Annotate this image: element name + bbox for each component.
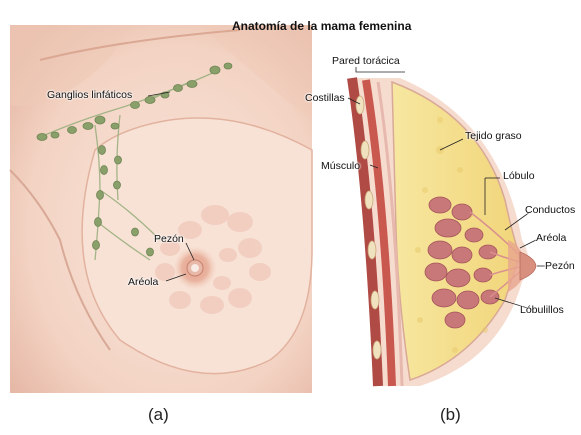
label-costillas: Costillas xyxy=(305,92,345,104)
caption-b: (b) xyxy=(440,405,461,425)
label-tejido-graso: Tejido graso xyxy=(465,130,522,142)
caption-a: (a) xyxy=(148,405,169,425)
panel-a-front-view xyxy=(10,25,312,393)
label-conductos: Conductos xyxy=(525,204,575,216)
label-pezon-b: Pezón xyxy=(545,260,575,272)
label-areola-b: Aréola xyxy=(536,232,566,244)
label-lobulillos: Lóbulillos xyxy=(520,304,564,316)
label-lobulo: Lóbulo xyxy=(503,170,535,182)
label-areola-a: Aréola xyxy=(128,276,158,288)
label-musculo: Músculo xyxy=(321,160,360,172)
label-pezon-a: Pezón xyxy=(154,233,184,245)
panel-b-cross-section xyxy=(348,67,545,386)
label-ganglios-linfaticos: Ganglios linfáticos xyxy=(47,89,132,101)
label-pared-toracica: Pared torácica xyxy=(332,55,400,67)
diagram-title: Anatomía de la mama femenina xyxy=(232,19,411,33)
